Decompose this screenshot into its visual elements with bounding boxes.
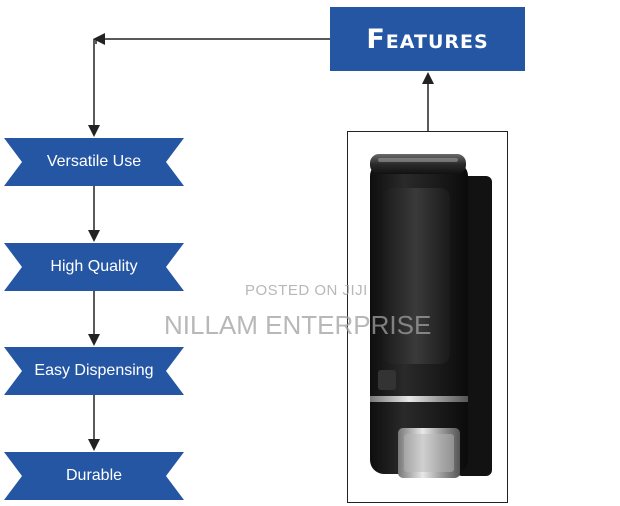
soap-dispenser-image (370, 154, 492, 478)
watermark-seller: NILLAM ENTERPRISE (164, 310, 432, 340)
feature-ribbon-high-quality: High Quality (4, 243, 184, 291)
features-title: Features (330, 7, 525, 71)
product-frame (347, 131, 508, 503)
feature-ribbon-easy-dispensing: Easy Dispensing (4, 347, 184, 395)
chrome-band (370, 396, 468, 402)
watermark-posted: POSTED ON JIJI (245, 282, 368, 299)
feature-ribbon-versatile-use: Versatile Use (4, 138, 184, 186)
level-window (382, 188, 450, 364)
dispenser-cap (370, 154, 466, 174)
feature-ribbon-durable: Durable (4, 452, 184, 500)
small-slot (378, 370, 396, 390)
